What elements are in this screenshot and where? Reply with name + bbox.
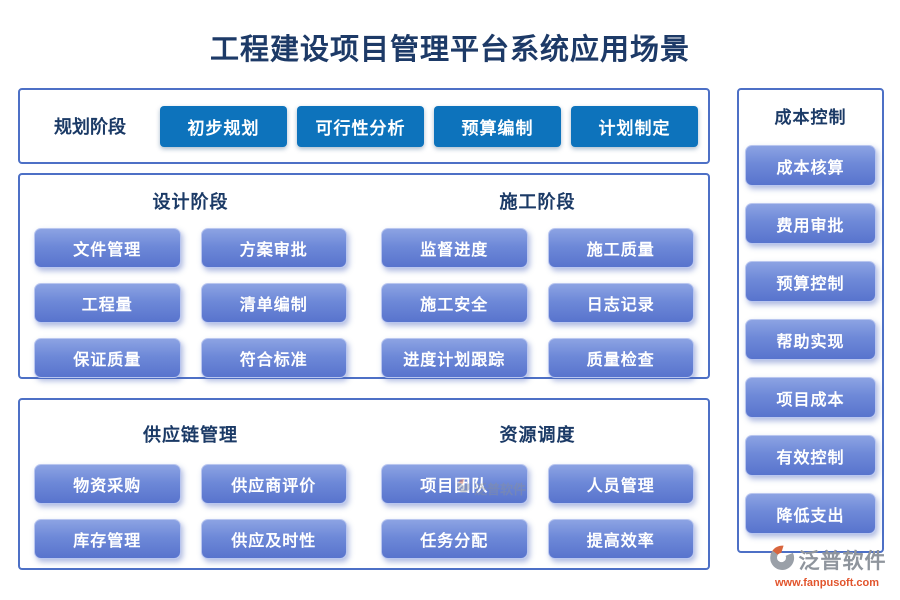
cost-button-reduce-expenditure[interactable]: 降低支出 [745, 493, 876, 534]
construction-button-log-records[interactable]: 日志记录 [547, 283, 694, 323]
supply-button-material-procurement[interactable]: 物资采购 [34, 464, 181, 504]
construction-button-construction-safety[interactable]: 施工安全 [381, 283, 528, 323]
design-button-list-compilation[interactable]: 清单编制 [200, 283, 347, 323]
supply-resource-panel: 供应链管理 物资采购 供应商评价 库存管理 供应及时性 资源调度 项目团队 人员… [18, 398, 710, 570]
construction-button-schedule-tracking[interactable]: 进度计划跟踪 [381, 338, 528, 378]
cost-button-cost-accounting[interactable]: 成本核算 [745, 145, 876, 186]
resource-scheduling-header: 资源调度 [499, 425, 576, 445]
supply-chain-group: 供应链管理 物资采购 供应商评价 库存管理 供应及时性 [34, 400, 347, 559]
planning-button-feasibility[interactable]: 可行性分析 [297, 105, 424, 147]
design-button-file-management[interactable]: 文件管理 [34, 228, 181, 268]
planning-button-plan-making[interactable]: 计划制定 [571, 105, 698, 147]
resource-scheduling-group: 资源调度 项目团队 人员管理 任务分配 提高效率 [381, 400, 694, 559]
planning-button-budgeting[interactable]: 预算编制 [434, 105, 561, 147]
planning-button-preliminary[interactable]: 初步规划 [160, 105, 287, 147]
resource-button-efficiency-improvement[interactable]: 提高效率 [547, 519, 694, 559]
fanpu-logo: 泛普软件 www.fanpusoft.com [756, 544, 898, 589]
resource-button-task-assignment[interactable]: 任务分配 [381, 519, 528, 559]
construction-button-progress-supervision[interactable]: 监督进度 [381, 228, 528, 268]
cost-button-expense-approval[interactable]: 费用审批 [745, 203, 876, 244]
fanpu-logo-name: 泛普软件 [798, 550, 887, 573]
cost-button-help-realize[interactable]: 帮助实现 [745, 319, 876, 360]
construction-button-construction-quality[interactable]: 施工质量 [547, 228, 694, 268]
design-button-quantities[interactable]: 工程量 [34, 283, 181, 323]
design-phase-header: 设计阶段 [152, 192, 229, 212]
construction-phase-header: 施工阶段 [499, 192, 576, 212]
fanpu-logo-icon [768, 544, 795, 576]
cost-button-project-cost[interactable]: 项目成本 [745, 377, 876, 418]
supply-button-inventory-management[interactable]: 库存管理 [34, 519, 181, 559]
construction-button-quality-inspection[interactable]: 质量检查 [547, 338, 694, 378]
design-phase-group: 设计阶段 文件管理 方案审批 工程量 清单编制 保证质量 符合标准 [34, 175, 347, 378]
design-button-standards-compliance[interactable]: 符合标准 [200, 338, 347, 378]
planning-phase-label: 规划阶段 [54, 117, 126, 137]
cost-control-header: 成本控制 [774, 108, 847, 127]
design-button-quality-assurance[interactable]: 保证质量 [34, 338, 181, 378]
cost-button-budget-control[interactable]: 预算控制 [745, 261, 876, 302]
construction-phase-group: 施工阶段 监督进度 施工质量 施工安全 日志记录 进度计划跟踪 质量检查 [381, 175, 694, 378]
fanpu-logo-url: www.fanpusoft.com [774, 577, 880, 589]
supply-chain-header: 供应链管理 [143, 425, 238, 445]
cost-control-panel: 成本控制 成本核算 费用审批 预算控制 帮助实现 项目成本 有效控制 降低支出 [737, 88, 884, 553]
planning-phase-panel: 规划阶段 初步规划 可行性分析 预算编制 计划制定 [18, 88, 710, 164]
supply-button-supplier-evaluation[interactable]: 供应商评价 [200, 464, 347, 504]
resource-button-personnel-management[interactable]: 人员管理 [547, 464, 694, 504]
cost-button-effective-control[interactable]: 有效控制 [745, 435, 876, 476]
design-button-plan-approval[interactable]: 方案审批 [200, 228, 347, 268]
resource-button-project-team[interactable]: 项目团队 [381, 464, 528, 504]
design-construction-panel: 设计阶段 文件管理 方案审批 工程量 清单编制 保证质量 符合标准 施工阶段 监… [18, 173, 710, 379]
supply-button-supply-timeliness[interactable]: 供应及时性 [200, 519, 347, 559]
page-title: 工程建设项目管理平台系统应用场景 [209, 34, 690, 66]
planning-buttons-row: 初步规划 可行性分析 预算编制 计划制定 [160, 105, 708, 147]
